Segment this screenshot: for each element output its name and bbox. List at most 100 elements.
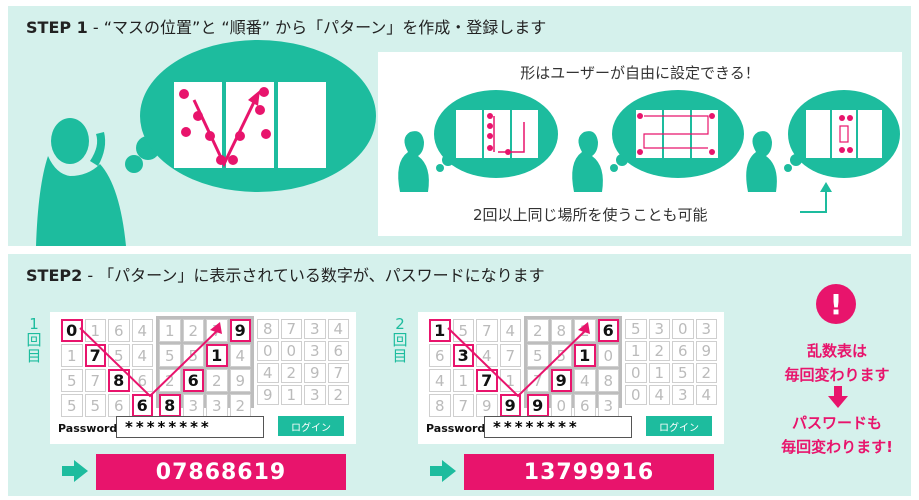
number-cell: 2 — [159, 369, 181, 392]
login-button[interactable]: ログイン — [278, 416, 344, 436]
number-cell: 0 — [257, 341, 279, 361]
number-cell: 8 — [108, 369, 130, 392]
step2-panel: STEP2 - 「パターン」に表示されている数字が、パスワードになります 1回目… — [8, 254, 911, 496]
arrow-head-icon — [248, 90, 260, 106]
number-cell: 2 — [527, 319, 549, 342]
number-cell: 9 — [527, 394, 549, 417]
number-cell: 6 — [108, 319, 130, 342]
number-cell: 1 — [429, 319, 451, 342]
number-cell: 0 — [550, 394, 572, 417]
step2-heading: STEP2 - 「パターン」に表示されている数字が、パスワードになります — [26, 262, 545, 286]
number-cell: 6 — [672, 341, 694, 361]
number-cell: 7 — [327, 363, 349, 383]
number-cell: 9 — [550, 369, 572, 392]
number-cell: 2 — [327, 385, 349, 405]
person-icon — [398, 131, 429, 192]
number-cell: 5 — [182, 344, 204, 367]
number-cell: 7 — [280, 319, 302, 339]
number-cell: 7 — [476, 369, 498, 392]
pattern-block — [278, 82, 326, 168]
login-button[interactable]: ログイン — [646, 416, 712, 436]
number-cell: 1 — [625, 341, 647, 361]
number-cell: 6 — [131, 394, 153, 417]
number-cell: 5 — [61, 369, 83, 392]
number-cell: 3 — [304, 319, 326, 339]
number-cell: 8 — [257, 319, 279, 339]
number-cell: 2 — [182, 319, 204, 342]
number-cell: 7 — [206, 319, 228, 342]
password-field[interactable]: ******** — [116, 416, 264, 438]
number-cell: 0 — [597, 344, 619, 367]
round-label-2: 2回目 — [392, 315, 408, 365]
number-cell: 4 — [327, 319, 349, 339]
password-label: Password — [58, 422, 118, 435]
step1-heading: STEP 1 - “マスの位置”と “順番” から「パターン」を作成・登録します — [26, 14, 546, 38]
round-label-1: 1回目 — [26, 315, 42, 365]
number-cell: 4 — [695, 385, 717, 405]
arrow-right-icon — [62, 460, 88, 482]
number-cell: 0 — [672, 319, 694, 339]
number-cell: 5 — [550, 344, 572, 367]
number-cell: 1 — [648, 363, 670, 383]
arrow-up-icon — [800, 182, 832, 213]
number-cell: 9 — [499, 394, 521, 417]
number-cell: 6 — [429, 344, 451, 367]
arrow-down-icon — [828, 386, 848, 408]
number-cell: 9 — [476, 394, 498, 417]
number-cell: 1 — [574, 344, 596, 367]
number-cell: 3 — [695, 319, 717, 339]
person-icon — [572, 131, 603, 192]
example-2 — [572, 90, 744, 192]
number-cell: 5 — [159, 344, 181, 367]
number-cell: 1 — [499, 369, 521, 392]
number-cell: 3 — [452, 344, 474, 367]
number-cell: 8 — [159, 394, 181, 417]
person-icon — [746, 131, 777, 192]
number-cell: 7 — [84, 344, 106, 367]
number-cell: 4 — [476, 344, 498, 367]
bubble-dot-icon — [125, 155, 143, 173]
number-cell: 4 — [131, 319, 153, 342]
number-cell: 3 — [206, 394, 228, 417]
password-field[interactable]: ******** — [484, 416, 632, 438]
number-cell: 3 — [182, 394, 204, 417]
number-cell: 8 — [429, 394, 451, 417]
number-cell: 0 — [625, 385, 647, 405]
thinking-person-illustration — [36, 40, 376, 246]
number-cell: 9 — [229, 369, 251, 392]
example-1 — [398, 90, 558, 192]
number-cell: 2 — [695, 363, 717, 383]
exclamation-icon: ! — [816, 284, 856, 324]
number-cell: 3 — [672, 385, 694, 405]
number-cell: 1 — [159, 319, 181, 342]
step2-text: - 「パターン」に表示されている数字が、パスワードになります — [82, 266, 545, 285]
number-cell: 2 — [648, 341, 670, 361]
number-cell: 2 — [280, 363, 302, 383]
number-cell: 0 — [61, 319, 83, 342]
person-silhouette-icon — [36, 118, 126, 246]
number-cell: 5 — [61, 394, 83, 417]
number-cell: 2 — [229, 394, 251, 417]
step1-panel: STEP 1 - “マスの位置”と “順番” から「パターン」を作成・登録します… — [8, 6, 911, 246]
side-line-2: 毎回変わります — [784, 366, 890, 384]
number-cell: 7 — [452, 394, 474, 417]
number-cell: 4 — [574, 369, 596, 392]
number-cell: 6 — [597, 319, 619, 342]
number-cell: 5 — [672, 363, 694, 383]
number-cell: 5 — [84, 394, 106, 417]
step1-text: - “マスの位置”と “順番” から「パターン」を作成・登録します — [87, 18, 547, 37]
number-cell: 9 — [304, 363, 326, 383]
examples-box: 形はユーザーが自由に設定できる！ — [378, 52, 902, 236]
number-cell: 5 — [625, 319, 647, 339]
example-3 — [746, 90, 900, 192]
number-cell: 8 — [597, 369, 619, 392]
number-cell: 5 — [452, 319, 474, 342]
step1-label: STEP 1 — [26, 18, 88, 37]
number-cell: 6 — [108, 394, 130, 417]
number-cell: 5 — [108, 344, 130, 367]
number-cell: 3 — [304, 385, 326, 405]
